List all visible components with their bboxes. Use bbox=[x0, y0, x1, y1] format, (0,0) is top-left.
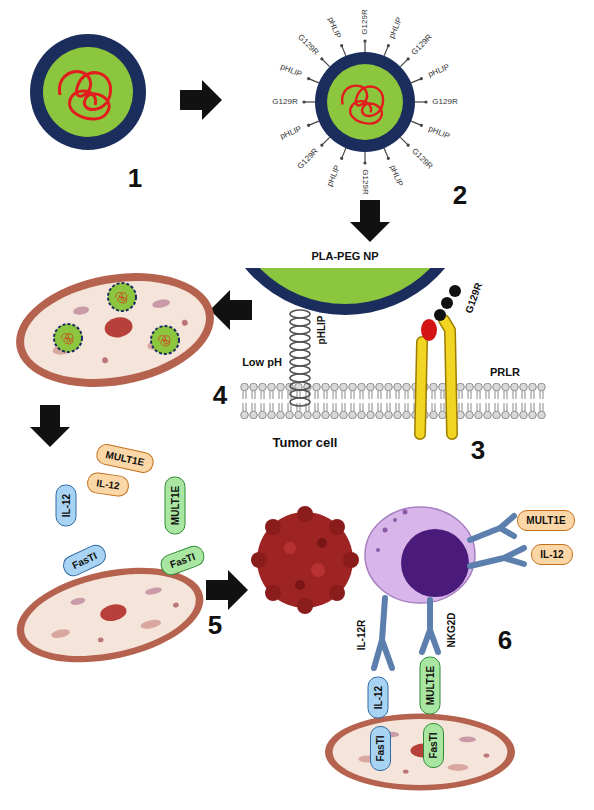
protein-shape: FasTI bbox=[423, 723, 444, 768]
protein-shape: IL-12 bbox=[531, 544, 573, 565]
protein-name: MULT1E bbox=[526, 515, 565, 526]
protein-name: FasTI bbox=[168, 550, 196, 569]
protein-shape: FasTI bbox=[157, 542, 206, 577]
protein-shape: IL-12 bbox=[368, 676, 389, 718]
protein-name: MULT1E bbox=[425, 665, 436, 704]
callout-number: 4 bbox=[213, 382, 227, 408]
part-label: PRLR bbox=[490, 367, 520, 378]
callout-number: 3 bbox=[471, 437, 485, 463]
protein-name: IL-12 bbox=[96, 477, 121, 491]
part-label: pHLIP bbox=[326, 16, 342, 40]
protein-shape: MULT1E bbox=[94, 442, 155, 475]
part-label: G129R bbox=[432, 98, 457, 106]
protein-shape: MULT1E bbox=[420, 656, 441, 714]
part-label: pHLIP bbox=[317, 316, 327, 345]
protein-name: FasTI bbox=[428, 732, 439, 758]
protein-name: IL-12 bbox=[373, 685, 384, 708]
protein-shape: IL-12 bbox=[86, 471, 131, 498]
part-label: G129R bbox=[361, 9, 369, 34]
part-label: G129R bbox=[297, 34, 321, 58]
part-label: G129R bbox=[272, 98, 297, 106]
callout-number: 1 bbox=[128, 165, 142, 191]
protein-name: IL-12 bbox=[61, 493, 72, 516]
part-label: PLA-PEG NP bbox=[311, 251, 378, 262]
protein-name: FasTI bbox=[375, 735, 386, 761]
part-label: G129R bbox=[410, 34, 434, 58]
part-label: pHLIP bbox=[279, 125, 303, 141]
protein-shape: FasTI bbox=[370, 726, 391, 771]
protein-shape: MULT1E bbox=[165, 476, 186, 534]
protein-shape: IL-12 bbox=[56, 484, 77, 526]
part-label: pHLIP bbox=[279, 63, 303, 79]
protein-name: IL-12 bbox=[540, 549, 563, 560]
part-label: G129R bbox=[464, 281, 484, 314]
part-label: G129R bbox=[361, 169, 369, 194]
callout-number: 6 bbox=[498, 627, 512, 653]
protein-name: FasTI bbox=[70, 549, 98, 570]
callout-number: 2 bbox=[453, 182, 467, 208]
part-label: NKG2D bbox=[447, 612, 457, 647]
part-label: pHLIP bbox=[427, 63, 451, 79]
part-label: Low pH bbox=[242, 357, 282, 368]
protein-name: MULT1E bbox=[170, 485, 181, 524]
protein-name: MULT1E bbox=[105, 449, 146, 468]
protein-shape: MULT1E bbox=[517, 510, 575, 531]
part-label: pHLIP bbox=[388, 16, 404, 40]
part-label: G129R bbox=[297, 147, 321, 171]
part-label: G129R bbox=[410, 147, 434, 171]
part-label: Tumor cell bbox=[273, 436, 338, 449]
part-label: IL-12R bbox=[357, 620, 367, 651]
part-label: pHLIP bbox=[326, 164, 342, 188]
part-label: pHLIP bbox=[427, 125, 451, 141]
callout-number: 5 bbox=[208, 612, 222, 638]
part-label: pHLIP bbox=[388, 164, 404, 188]
